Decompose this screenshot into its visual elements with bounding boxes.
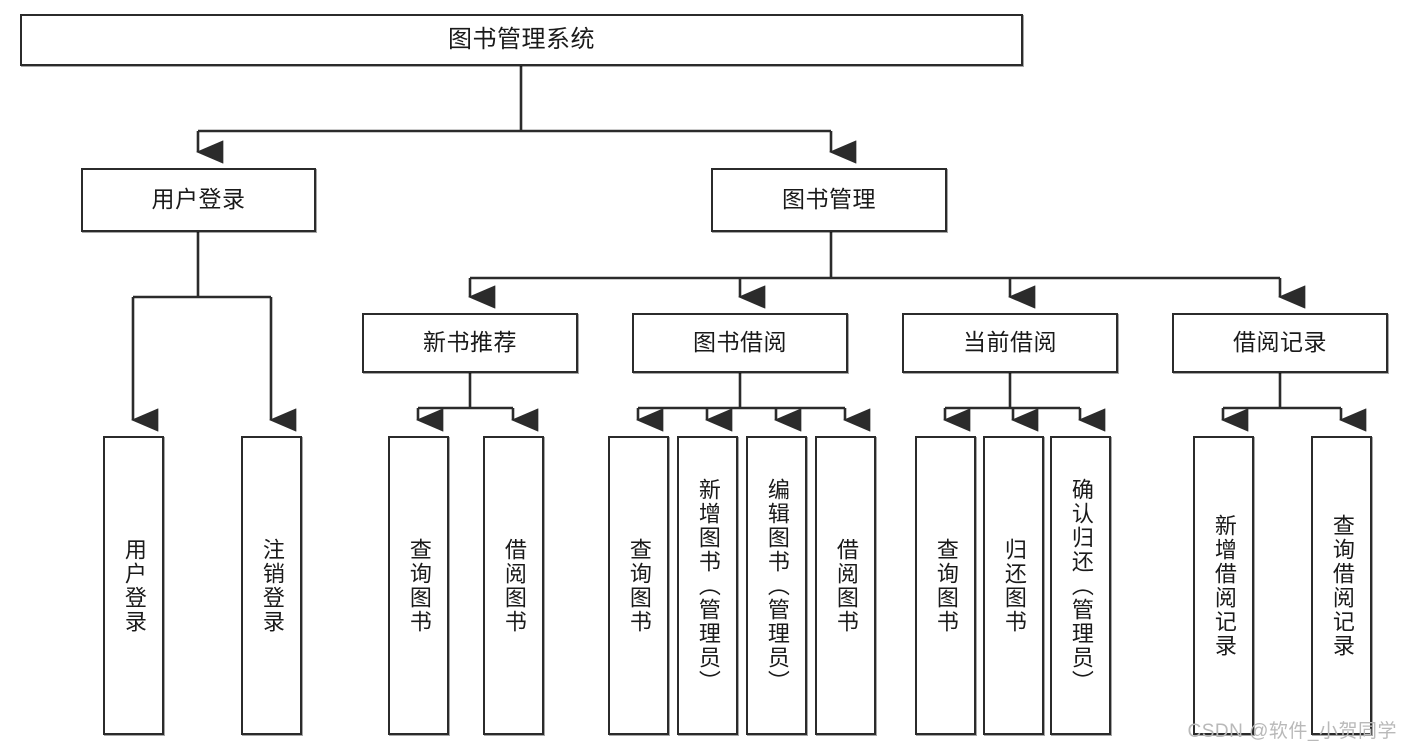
node-label: 图书管理系统	[448, 25, 595, 53]
leaf-query-book-newbook[interactable]: 查询图书	[388, 436, 449, 735]
node-label: 查询图书	[626, 537, 652, 634]
node-label: 借阅图书	[501, 537, 527, 634]
node-label: 归还图书	[1001, 537, 1027, 634]
leaf-borrow-book[interactable]: 借阅图书	[815, 436, 876, 735]
node-label: 注销登录	[259, 537, 285, 634]
node-borrowing-records[interactable]: 借阅记录	[1172, 313, 1388, 373]
node-label: 图书管理	[782, 186, 876, 213]
leaf-borrow-book-newbook[interactable]: 借阅图书	[483, 436, 544, 735]
node-label: 用户登录	[151, 186, 246, 213]
node-label: 借阅记录	[1233, 329, 1327, 356]
node-book-borrowing[interactable]: 图书借阅	[632, 313, 848, 373]
node-user-login[interactable]: 用户登录	[81, 168, 316, 232]
node-label: 查询借阅记录	[1329, 513, 1355, 658]
node-current-borrowing[interactable]: 当前借阅	[902, 313, 1118, 373]
leaf-add-book-admin[interactable]: 新增图书（管理员）	[677, 436, 738, 735]
node-label: 借阅图书	[833, 537, 859, 634]
leaf-logout[interactable]: 注销登录	[241, 436, 302, 735]
leaf-query-book-borrow[interactable]: 查询图书	[608, 436, 669, 735]
leaf-user-login[interactable]: 用户登录	[103, 436, 164, 735]
node-label: 图书借阅	[693, 329, 787, 356]
watermark-text: CSDN @软件_小贺同学	[1187, 721, 1397, 742]
node-label: 当前借阅	[963, 329, 1057, 356]
node-label: 查询图书	[406, 537, 432, 634]
leaf-query-borrow-record[interactable]: 查询借阅记录	[1311, 436, 1372, 735]
leaf-query-book-current[interactable]: 查询图书	[915, 436, 976, 735]
node-label: 用户登录	[121, 537, 147, 634]
node-new-book-recommendation[interactable]: 新书推荐	[362, 313, 578, 373]
leaf-return-book[interactable]: 归还图书	[983, 436, 1044, 735]
node-label: 新增图书（管理员）	[695, 477, 721, 694]
node-book-management[interactable]: 图书管理	[711, 168, 947, 232]
node-root-book-management-system[interactable]: 图书管理系统	[20, 14, 1023, 66]
node-label: 确认归还（管理员）	[1068, 477, 1094, 694]
node-label: 查询图书	[933, 537, 959, 634]
node-label: 编辑图书（管理员）	[764, 477, 790, 694]
leaf-edit-book-admin[interactable]: 编辑图书（管理员）	[746, 436, 807, 735]
leaf-confirm-return-admin[interactable]: 确认归还（管理员）	[1050, 436, 1111, 735]
leaf-add-borrow-record[interactable]: 新增借阅记录	[1193, 436, 1254, 735]
node-label: 新书推荐	[423, 329, 517, 356]
node-label: 新增借阅记录	[1211, 513, 1237, 658]
